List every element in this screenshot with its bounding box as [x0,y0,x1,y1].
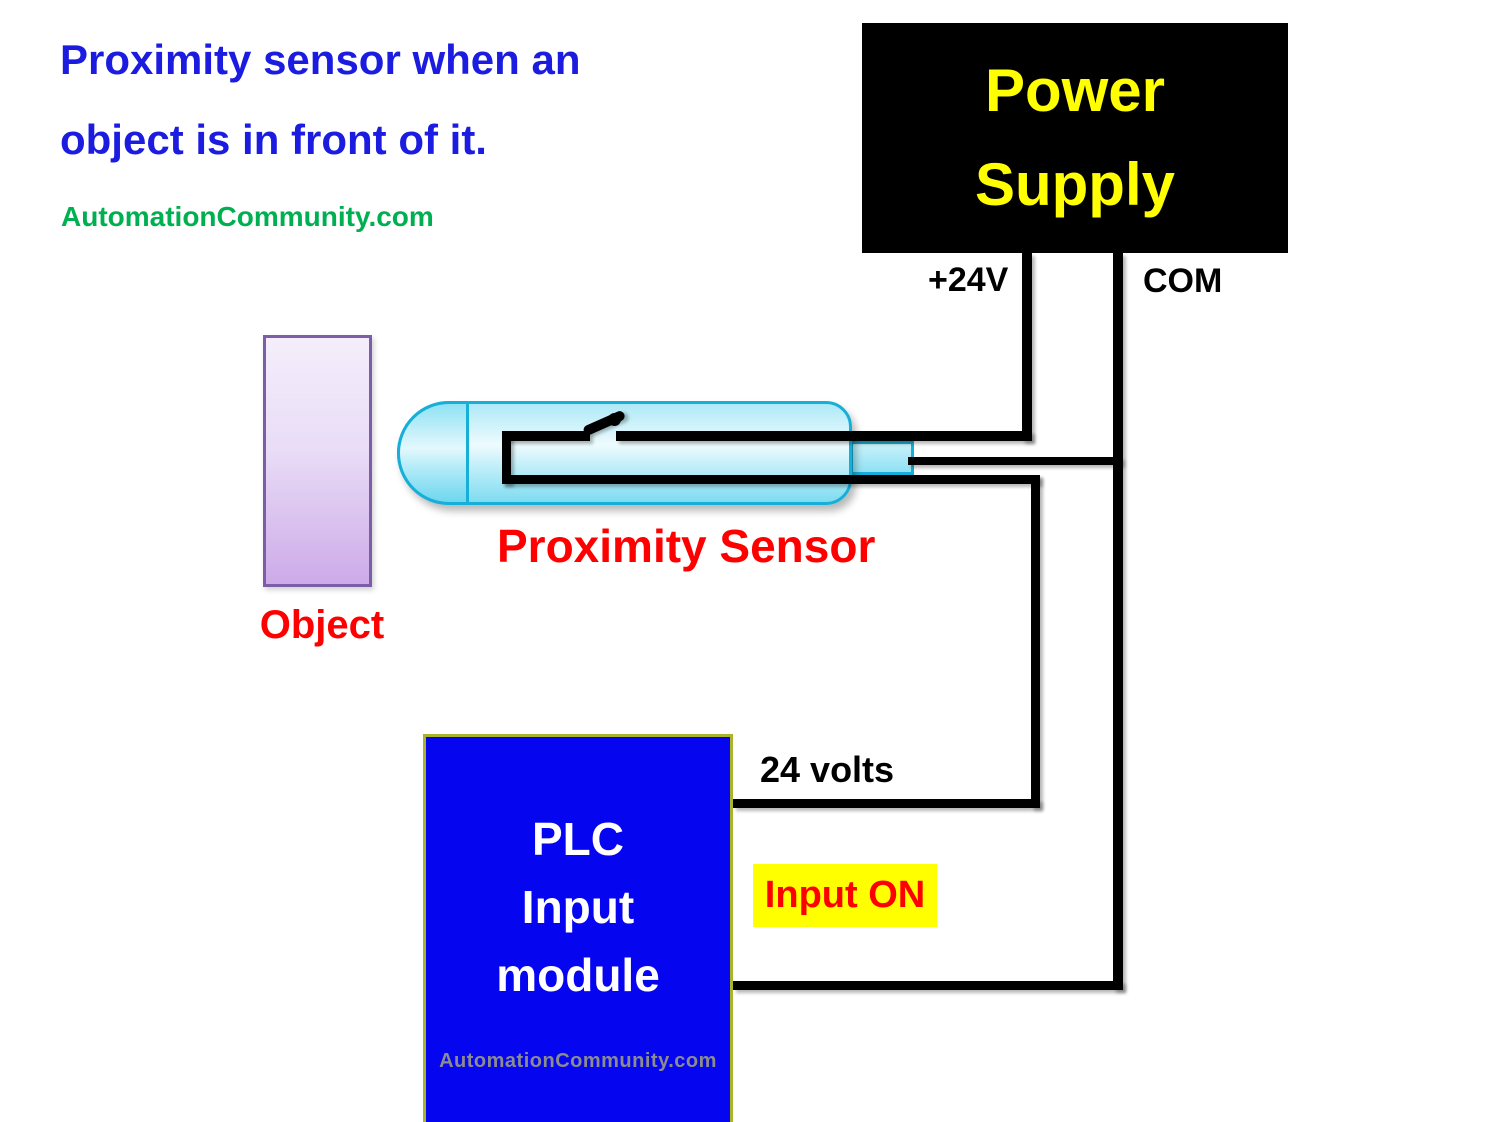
plc-label-line1: PLC [532,813,624,865]
sensor-sensing-face [397,401,469,505]
wire-24v-vertical [1022,253,1032,441]
wire-com-vertical [1113,253,1123,990]
volts-label: 24 volts [760,749,895,790]
object-label: Object [259,603,385,647]
power-supply-label-line2: Supply [974,151,1175,218]
terminal-label-24v: +24V [928,261,1009,299]
wire-com-to-plc [733,981,1123,990]
brand-text: AutomationCommunity.com [61,201,434,232]
plc-label-line3: module [496,949,660,1001]
switch-contact-dot [608,413,621,426]
input-on-status-badge: Input ON [753,864,937,927]
title-line-1: Proximity sensor when an [60,36,581,83]
plc-watermark: AutomationCommunity.com [439,1050,717,1072]
wire-sensor-tail-to-com [908,457,1122,465]
wire-loop-bottom [502,475,1040,484]
power-supply-box: Power Supply [862,23,1288,253]
proximity-sensor-label: Proximity Sensor [497,520,876,572]
wire-switch-left-segment [502,431,590,441]
terminal-label-com: COM [1143,262,1223,300]
plc-label-line2: Input [521,881,635,933]
wire-input-drop-vertical [1031,475,1040,808]
sensor-tail-connector [850,441,914,475]
input-on-status-text: Input ON [764,874,926,916]
wire-switch-right-segment [616,431,1032,441]
power-supply-label-line1: Power [984,57,1166,124]
object-rect [263,335,372,587]
plc-input-module-box: PLC Input module [423,734,733,1122]
wire-input-to-plc [733,799,1040,808]
title-line-2: object is in front of it. [60,116,487,163]
wire-loop-left-vertical [502,431,511,484]
